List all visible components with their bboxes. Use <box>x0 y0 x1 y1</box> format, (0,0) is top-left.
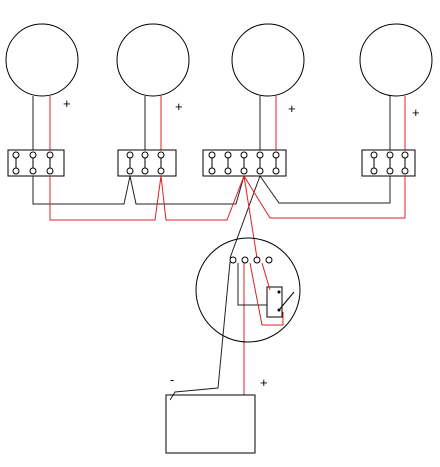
black-wire-block1-to-block2 <box>32 175 131 205</box>
terminal-3-screw-2 <box>224 151 232 175</box>
relay-contact-top <box>277 290 281 294</box>
battery-body <box>165 394 256 454</box>
module-terminal-1 <box>229 256 237 264</box>
speaker-1-plus-label: + <box>63 96 71 111</box>
black-wire-to-battery-neg <box>169 261 231 401</box>
terminal-4-screw-3 <box>401 151 409 175</box>
speaker-3-cone <box>231 23 305 97</box>
red-wire-block1-to-block2 <box>49 175 162 221</box>
black-wiring <box>32 175 391 401</box>
speaker-4: + <box>359 23 433 150</box>
battery-negative-label: - <box>170 372 174 387</box>
control-module <box>195 237 301 343</box>
red-wire-to-module <box>243 175 258 259</box>
speaker-4-cone <box>359 23 433 97</box>
terminal-2-screw-1 <box>126 151 134 175</box>
battery: - + <box>165 372 268 454</box>
terminal-1-screw-3 <box>46 151 54 175</box>
module-terminal-3 <box>253 256 261 264</box>
speaker-1-cone <box>5 23 79 97</box>
module-terminal-4 <box>265 256 273 264</box>
terminal-1-screw-2 <box>29 151 37 175</box>
red-wire-block2-to-block3 <box>160 175 245 221</box>
red-wire-block3-to-block4 <box>243 175 406 219</box>
terminal-3-screw-5 <box>272 151 280 175</box>
terminal-4-screw-1 <box>370 151 378 175</box>
terminal-block-1 <box>7 149 65 177</box>
speaker-3: + <box>231 23 305 150</box>
module-internal-red-wire-2 <box>261 262 271 291</box>
terminal-block-4 <box>361 149 416 177</box>
terminal-block-3 <box>202 149 287 177</box>
speaker-2-plus-label: + <box>175 99 183 114</box>
terminal-4-screw-2 <box>386 151 394 175</box>
terminal-3-screw-4 <box>256 151 264 175</box>
black-wire-block2-to-block3 <box>129 175 245 205</box>
black-wire-block3-to-block4 <box>259 175 391 204</box>
speaker-3-plus-label: + <box>288 101 296 116</box>
speaker-1: + <box>5 23 79 150</box>
terminal-1-screw-1 <box>12 151 20 175</box>
terminal-2-screw-3 <box>157 151 165 175</box>
terminal-3-screw-3 <box>240 151 248 175</box>
module-internal-red-wire <box>249 262 284 326</box>
module-terminal-2 <box>241 256 249 264</box>
module-internal-black-wire <box>237 263 267 306</box>
black-wire-to-module <box>229 175 261 259</box>
red-wiring <box>49 175 406 395</box>
relay-switch-lever <box>278 291 295 311</box>
control-module-housing <box>195 237 301 343</box>
speaker-4-plus-label: + <box>412 105 420 120</box>
speaker-2: + <box>116 23 190 150</box>
battery-positive-label: + <box>260 375 268 390</box>
relay-switch-box <box>266 286 283 318</box>
speaker-2-cone <box>116 23 190 97</box>
terminal-3-screw-1 <box>208 151 216 175</box>
terminal-block-2 <box>117 149 177 177</box>
terminal-2-screw-2 <box>141 151 149 175</box>
